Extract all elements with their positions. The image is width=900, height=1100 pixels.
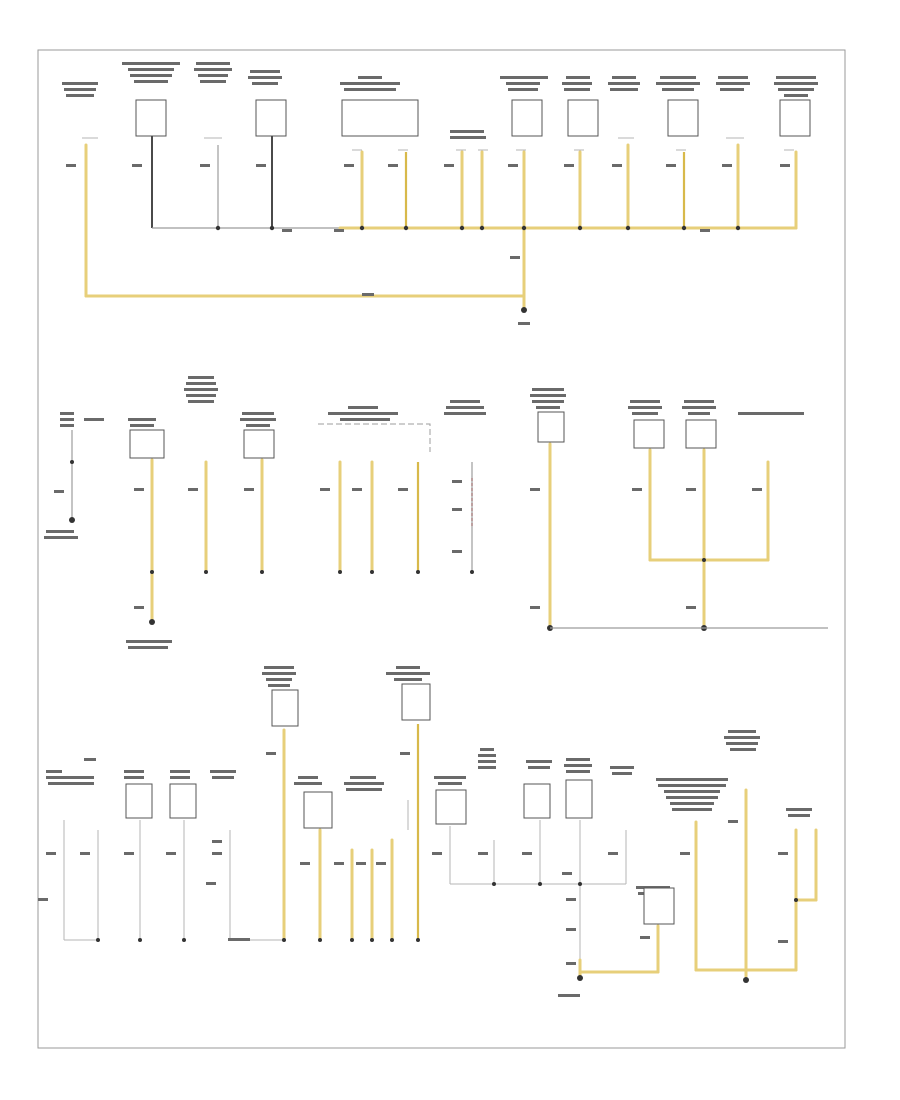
upper-component-labels: [62, 62, 818, 139]
lower-component-labels: [46, 666, 812, 997]
component-box: [401, 683, 431, 721]
middle-ground-block: [44, 376, 828, 649]
component-box: [129, 429, 165, 459]
component-box: [537, 411, 565, 443]
component-box: [255, 99, 287, 137]
component-box: [779, 99, 811, 137]
component-box: [567, 99, 599, 137]
upper-wire-codes: [66, 164, 790, 325]
component-box: [435, 789, 467, 825]
component-box: [341, 99, 419, 137]
component-box: [169, 783, 197, 819]
lower-ground-block: [38, 666, 818, 997]
component-box: [643, 887, 675, 925]
diagram-border: [37, 49, 846, 1049]
lower-wire-codes: [38, 752, 788, 965]
middle-component-labels: [44, 376, 804, 649]
component-box: [303, 791, 333, 829]
component-box: [243, 429, 275, 459]
upper-ground-block: [62, 62, 818, 325]
component-box: [633, 419, 665, 449]
component-box: [667, 99, 699, 137]
component-box: [685, 419, 717, 449]
component-box: [511, 99, 543, 137]
component-box: [523, 783, 551, 819]
component-box: [135, 99, 167, 137]
component-box: [125, 783, 153, 819]
component-box: [565, 779, 593, 819]
middle-wire-codes: [54, 480, 762, 609]
module-outline: [318, 423, 431, 452]
component-box: [271, 689, 299, 727]
